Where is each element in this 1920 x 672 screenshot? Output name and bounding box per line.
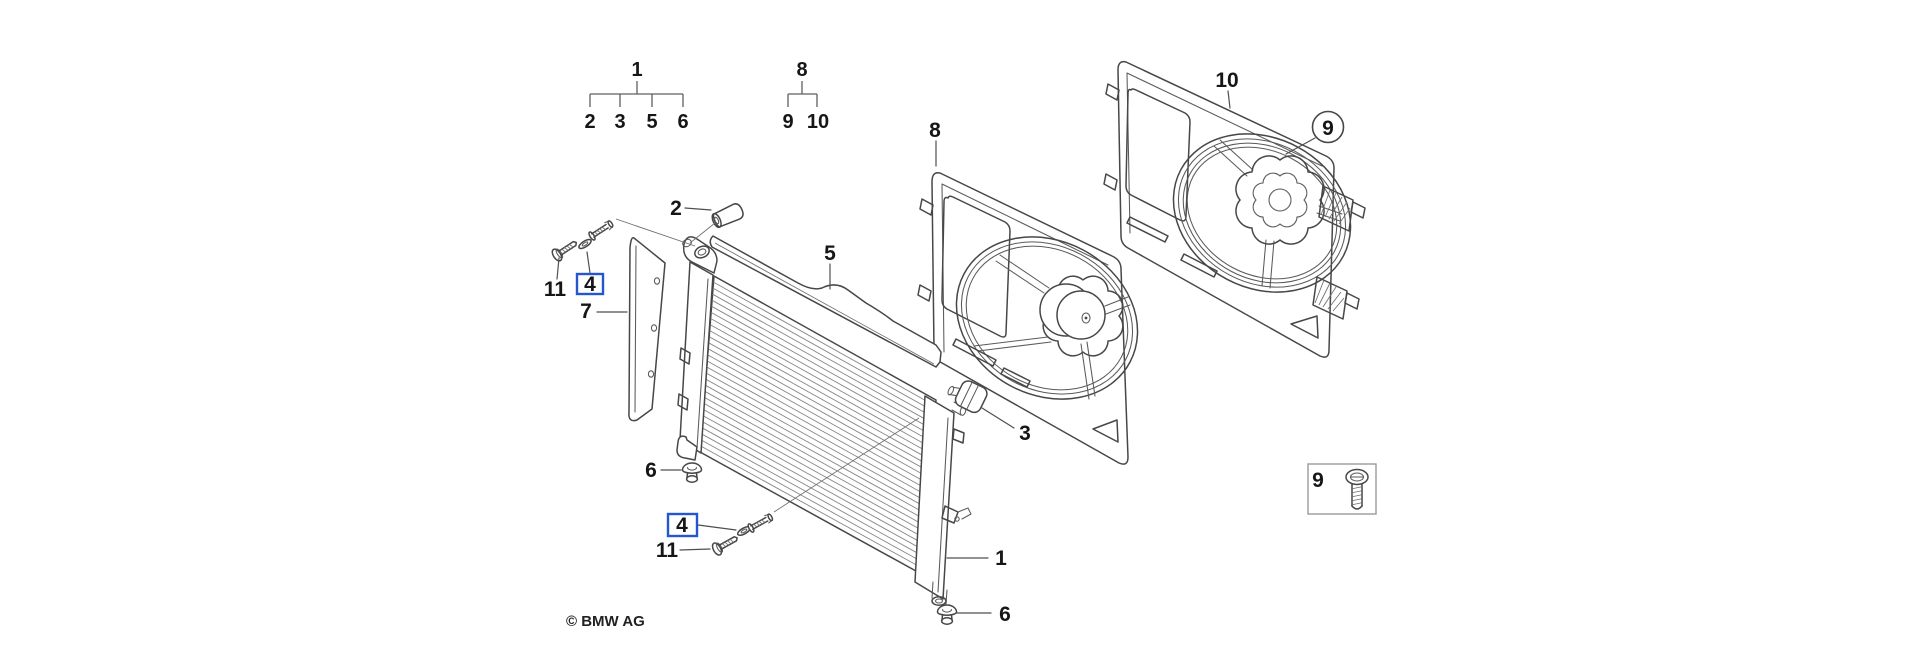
tree1-child-6[interactable]: 6 [677,111,688,133]
bolt-upper-drawing [551,240,578,262]
tree1-child-3[interactable]: 3 [614,111,625,133]
tree2-child-9[interactable]: 9 [782,111,793,133]
grommet-lower-drawing [936,604,958,625]
callout-labels: 2 5 8 10 3 7 11 6 11 1 6 [544,69,1239,626]
callout-11-upper[interactable]: 11 [544,278,567,301]
tree1-child-2[interactable]: 2 [584,111,595,133]
tree2-root-label[interactable]: 8 [796,59,807,81]
callout-10[interactable]: 10 [1215,69,1238,92]
radiator-right-tank [914,395,955,600]
radiator-left-tank [679,261,714,454]
fan-motor-disc [1056,290,1106,340]
callout-4-upper[interactable]: 4 [584,273,596,296]
stud-upper-drawing [588,220,614,241]
mount-grommet-drawing [947,380,988,414]
callout-6-lower[interactable]: 6 [999,603,1011,626]
tree1-child-5[interactable]: 5 [646,111,657,133]
leader-lines [556,90,1316,614]
callout-8[interactable]: 8 [929,119,941,142]
shroud10-fan-ring [1172,133,1352,293]
tree2-child-10[interactable]: 10 [807,111,829,133]
shroud8-left-opening [941,195,1011,338]
callout-5[interactable]: 5 [824,242,836,265]
shroud10-left-opening [1125,88,1191,222]
highlight-box[interactable] [575,272,605,296]
grommet-upper-drawing [681,462,703,483]
callout-7[interactable]: 7 [580,300,592,323]
highlight-box[interactable] [666,512,699,538]
index-tree-2: 8 9 10 [782,59,829,133]
fan-shroud-with-fan-drawing [917,171,1139,465]
fan-spokes [973,254,1131,400]
callout-11-lower[interactable]: 11 [656,539,679,562]
screw-detail-box: 9 [1307,463,1377,515]
screw-detail-drawing [1345,468,1369,510]
carrier-bar-drawing [709,235,942,368]
radiator-left-foot [676,435,698,461]
callout-9-circled[interactable]: 9 [1311,110,1345,144]
shroud10-motor-mount [1235,155,1325,245]
callout-1[interactable]: 1 [995,547,1007,570]
highlighted-callout-4-upper[interactable]: 4 [575,272,605,296]
callout-circle [1311,110,1345,144]
callout-9-circled-label[interactable]: 9 [1322,117,1334,140]
radiator-drawing [676,236,972,606]
air-duct-panel-drawing [628,236,666,422]
copyright-mark: © BMW AG [566,613,645,630]
bolt-lower-drawing [711,536,738,556]
fan-shroud-rear-drawing [1103,60,1366,358]
washer-upper-drawing [578,238,592,250]
callout-3[interactable]: 3 [1019,422,1031,445]
index-tree-1: 1 2 3 5 6 [584,59,688,133]
tree1-root-label[interactable]: 1 [631,59,642,81]
callout-9-detail[interactable]: 9 [1312,469,1324,492]
stud-lower-drawing [747,513,774,533]
radiator-fins [700,281,936,571]
highlighted-callout-4-lower[interactable]: 4 [666,512,699,538]
callout-6-upper[interactable]: 6 [645,459,657,482]
callout-4-lower[interactable]: 4 [676,514,688,537]
shroud8-fan-ring [955,236,1139,400]
callout-2[interactable]: 2 [670,197,682,220]
sealing-cap-drawing [711,203,744,229]
